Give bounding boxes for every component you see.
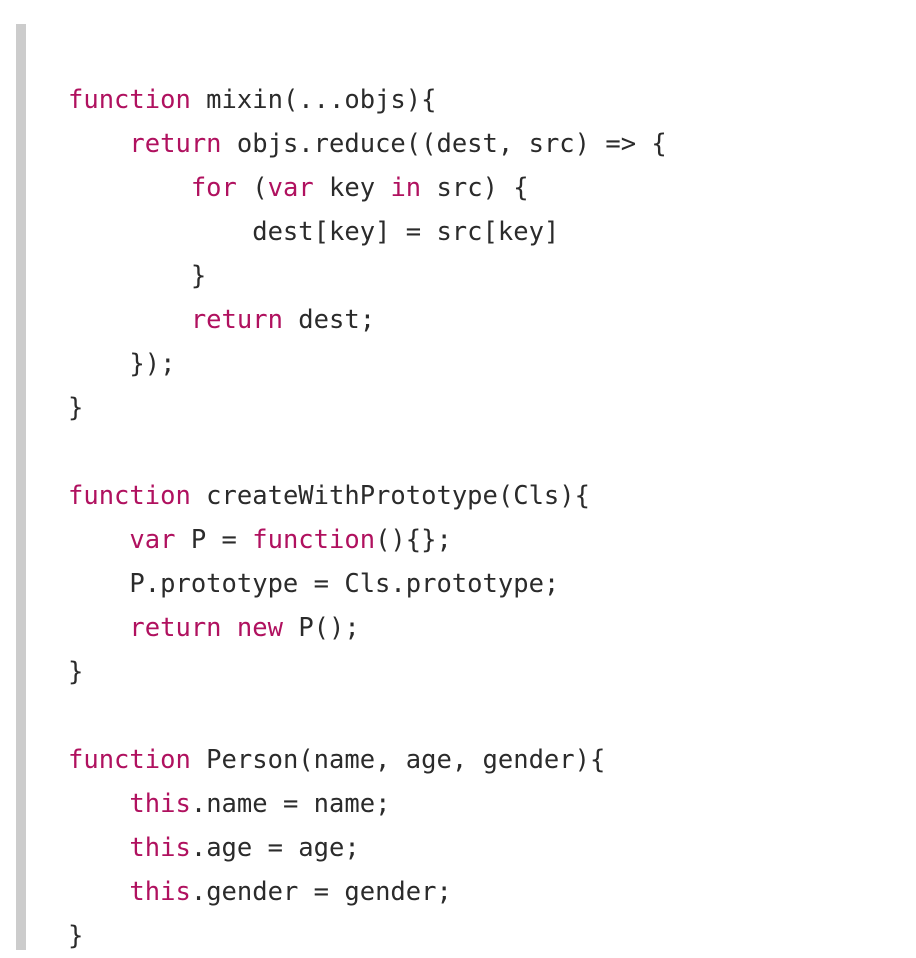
code-line: dest[key] = src[key] [68,210,667,254]
code-line: function Person(name, age, gender){ [68,738,667,782]
code-text: P.prototype = Cls.prototype; [68,569,560,599]
code-block: function mixin(...objs){ return objs.red… [16,24,900,951]
code-keyword: new [236,613,283,643]
code-line: this.gender = gender; [68,870,667,914]
code-text: }); [68,349,176,379]
code-text: (){}; [375,525,452,555]
code-keyword: function [252,525,376,555]
code-text: } [68,393,84,423]
code-text [68,877,129,907]
code-text: src) { [421,173,529,203]
code-text: .gender = gender; [190,877,452,907]
code-text: createWithPrototype(Cls){ [190,481,590,511]
code-text: P = [175,525,253,555]
code-keyword: this [129,833,191,863]
code-line: function createWithPrototype(Cls){ [68,474,667,518]
code-line [68,430,667,474]
code-keyword: var [129,525,176,555]
code-line: this.name = name; [68,782,667,826]
code-text [68,173,191,203]
code-keyword: function [68,745,191,775]
code-text: dest[key] = src[key] [68,217,560,247]
code-text: dest; [282,305,376,335]
code-content[interactable]: function mixin(...objs){ return objs.red… [68,78,667,958]
code-keyword: function [68,481,191,511]
code-text [68,789,129,819]
code-line: } [68,650,667,694]
code-keyword: return [129,613,222,643]
code-keyword: return [129,129,222,159]
code-keyword: this [129,877,191,907]
code-text [68,129,129,159]
code-line: return new P(); [68,606,667,650]
code-line: var P = function(){}; [68,518,667,562]
code-line: P.prototype = Cls.prototype; [68,562,667,606]
code-keyword: for [190,173,237,203]
code-text: key [313,173,391,203]
code-text: objs.reduce((dest, src) => { [221,129,667,159]
code-keyword: this [129,789,191,819]
code-text: .age = age; [190,833,360,863]
code-line: for (var key in src) { [68,166,667,210]
code-text [68,833,129,863]
code-line [68,694,667,738]
code-keyword: return [190,305,283,335]
code-line: } [68,914,667,958]
code-text: Person(name, age, gender){ [190,745,606,775]
code-keyword: in [390,173,422,203]
code-line: this.age = age; [68,826,667,870]
code-text [68,305,191,335]
code-text: } [68,657,84,687]
code-text [68,525,129,555]
code-text: P(); [282,613,360,643]
code-text: } [68,261,207,291]
code-text: } [68,921,84,951]
code-text [222,613,237,643]
code-line: } [68,254,667,298]
code-text [68,613,129,643]
code-line: return objs.reduce((dest, src) => { [68,122,667,166]
code-line: } [68,386,667,430]
code-text: mixin(...objs){ [190,85,437,115]
code-text: ( [236,173,268,203]
code-line: }); [68,342,667,386]
code-keyword: var [267,173,314,203]
code-line: return dest; [68,298,667,342]
code-text: .name = name; [190,789,391,819]
code-keyword: function [68,85,191,115]
code-line: function mixin(...objs){ [68,78,667,122]
